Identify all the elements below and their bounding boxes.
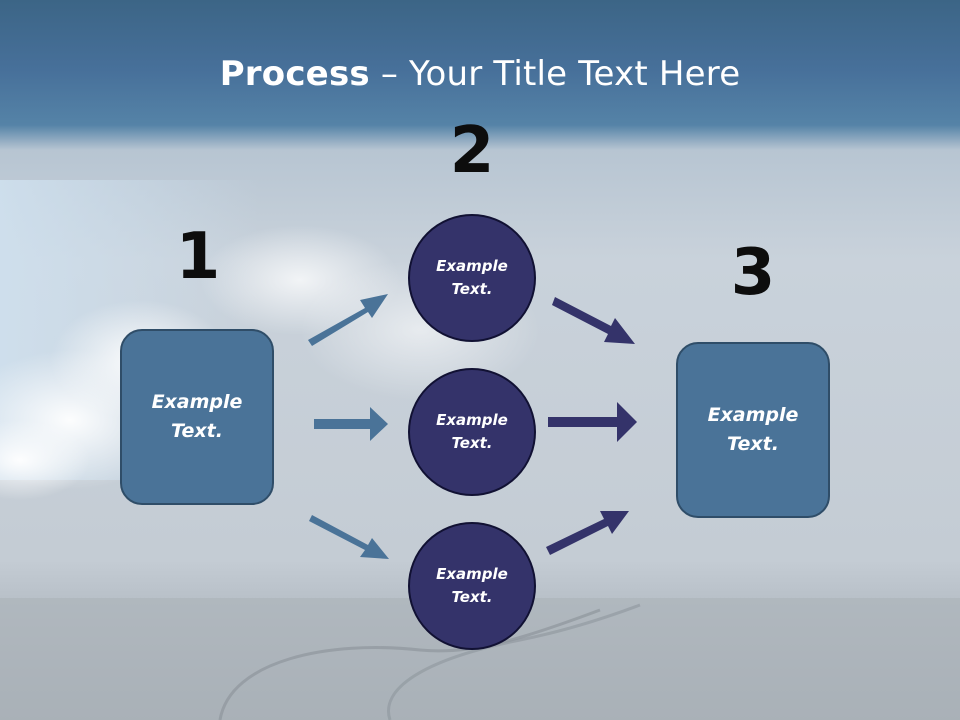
arrow-up-right-icon (546, 511, 629, 555)
arrow-down-right-icon (309, 515, 389, 559)
process-circle-middle: Example Text. (408, 368, 536, 496)
circle-middle-label: Example Text. (436, 411, 508, 452)
slide-title: Process – Your Title Text Here (0, 52, 960, 96)
title-rest: – Your Title Text Here (369, 54, 741, 94)
arrow-up-right-icon (308, 294, 388, 346)
circle-top-label: Example Text. (436, 257, 508, 298)
process-circle-top: Example Text. (408, 214, 536, 342)
circle-bottom-label: Example Text. (436, 565, 508, 606)
step-number-2: 2 (449, 114, 495, 188)
left-process-box: Example Text. (120, 329, 274, 505)
right-box-label: Example Text. (707, 404, 799, 455)
step-number-1: 1 (175, 220, 221, 294)
step-number-3: 3 (730, 236, 776, 310)
left-box-label: Example Text. (151, 391, 243, 442)
process-circle-bottom: Example Text. (408, 522, 536, 650)
title-bold: Process (219, 54, 370, 94)
arrow-right-icon (314, 407, 388, 441)
arrow-down-right-icon (552, 297, 635, 344)
right-process-box: Example Text. (676, 342, 830, 518)
arrow-right-icon (548, 402, 637, 442)
